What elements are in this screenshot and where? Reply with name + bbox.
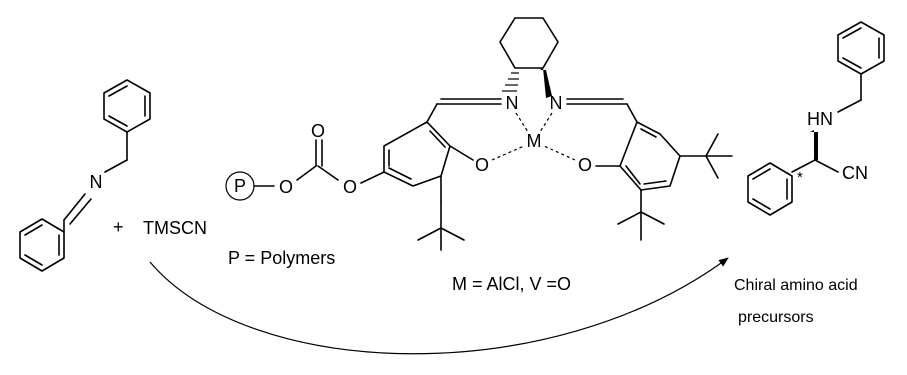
right-aryl-ring xyxy=(619,121,681,191)
salen-complex: N N M O O xyxy=(383,17,733,251)
cyclohexane-ring xyxy=(499,17,559,69)
product-phenyl-ring xyxy=(747,162,793,216)
product-wedge-bond xyxy=(810,130,818,160)
ch2-n-bond xyxy=(104,159,128,173)
bold-wedge-bond xyxy=(540,68,552,98)
hashed-wedge-bond xyxy=(502,72,519,92)
metal-center: M xyxy=(527,131,542,151)
coordination-bonds xyxy=(491,112,576,161)
product-cn-label: CN xyxy=(842,163,868,183)
plus-sign: + xyxy=(113,217,124,237)
carbonate-oxygen-aryl: O xyxy=(343,177,357,197)
product-benzyl-ring xyxy=(837,21,885,75)
salen-oxygen-right: O xyxy=(578,155,592,175)
polymer-linker: P O O O xyxy=(225,121,385,201)
metal-note: M = AlCl, V =O xyxy=(452,274,571,294)
right-tert-butyl-side xyxy=(705,133,733,179)
tmscn-reagent: TMSCN xyxy=(143,218,207,238)
imine-reactant: N xyxy=(19,79,151,272)
phenyl-ring-lower xyxy=(19,218,65,272)
salen-oxygen-left: O xyxy=(475,155,489,175)
polymer-p-label: P xyxy=(234,176,246,196)
cn-double-bond-b xyxy=(69,198,92,225)
stereocenter-mark: * xyxy=(797,169,803,186)
cn-double-bond-a xyxy=(63,193,86,221)
product-caption-line1: Chiral amino acid xyxy=(734,277,858,294)
salen-nitrogen-right: N xyxy=(550,93,563,113)
imine-nitrogen-label: N xyxy=(90,172,103,192)
reaction-arrow xyxy=(149,257,729,355)
right-tert-butyl-bottom xyxy=(617,211,665,241)
product-hn-label: HN xyxy=(807,109,833,129)
aminonitrile-product: HN CN * xyxy=(747,21,885,216)
salen-nitrogen-left: N xyxy=(506,93,519,113)
carbonate-oxygen-top: O xyxy=(311,121,325,141)
left-tert-butyl xyxy=(417,201,465,251)
left-aryl-ring xyxy=(383,121,451,187)
carbonate-oxygen-link: O xyxy=(279,177,293,197)
polymer-note: P = Polymers xyxy=(228,248,335,268)
benzyl-ring-upper xyxy=(103,79,151,133)
product-caption-line2: precursors xyxy=(738,309,814,326)
